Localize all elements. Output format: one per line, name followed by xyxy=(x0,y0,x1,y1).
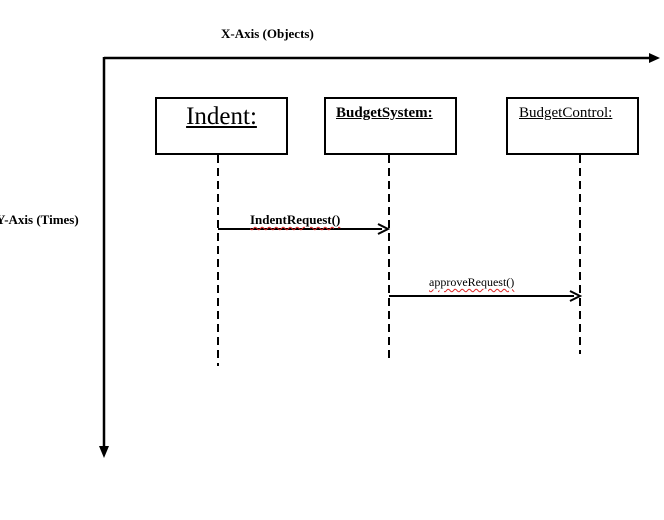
object-name-budgetsystem: BudgetSystem: xyxy=(336,105,433,121)
y-axis-arrowhead xyxy=(99,446,109,458)
object-name-budgetcontrol: BudgetControl: xyxy=(519,105,613,121)
x-axis-arrowhead xyxy=(649,53,660,63)
message-arrowhead-indentrequest xyxy=(377,223,391,235)
message-arrowhead-approverequest xyxy=(569,290,583,302)
y-axis-label: Y-Axis (Times) xyxy=(0,212,79,227)
object-box-indent: Indent: xyxy=(155,97,288,155)
message-label-approverequest: approveRequest() xyxy=(429,275,515,289)
x-axis-label: X-Axis (Objects) xyxy=(221,26,314,41)
message-label-indentrequest: IndentRequest() xyxy=(250,212,341,227)
object-box-budgetcontrol: BudgetControl: xyxy=(506,97,639,155)
object-name-indent: Indent: xyxy=(186,103,257,130)
object-box-budgetsystem: BudgetSystem: xyxy=(324,97,457,155)
